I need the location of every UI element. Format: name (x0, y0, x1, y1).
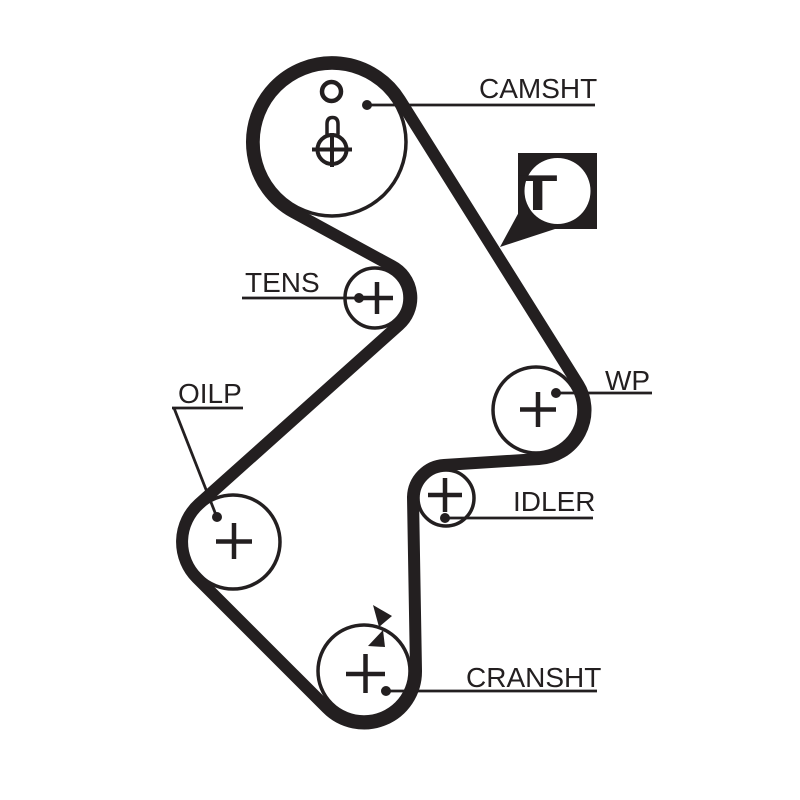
wp-label: WP (605, 365, 650, 396)
timing-mark-tail (500, 212, 555, 247)
wp-callout: WP (551, 365, 652, 398)
cransht-label: CRANSHT (466, 662, 601, 693)
tens-label: TENS (245, 267, 320, 298)
cransht-callout: CRANSHT (381, 662, 601, 696)
timing-belt (176, 56, 592, 730)
oilp-label: OILP (178, 378, 242, 409)
tens-leader-dot (354, 293, 364, 303)
water-pump-plus-mark (520, 392, 556, 427)
rotation-arrow-lower (368, 630, 385, 647)
oilp-leader-dot (212, 512, 222, 522)
camsht-leader-dot (362, 100, 372, 110)
idler-plus-mark (428, 478, 462, 512)
wp-leader-dot (551, 388, 561, 398)
camsht-callout: CAMSHT (362, 73, 597, 110)
tensioner-plus-mark (361, 282, 393, 314)
camshaft-crosshair-icon (312, 133, 352, 167)
tens-callout: TENS (242, 267, 364, 303)
idler-label: IDLER (513, 486, 595, 517)
timing-mark-circle (524, 158, 591, 224)
crankshaft-plus-mark (346, 654, 385, 693)
camsht-label: CAMSHT (479, 73, 597, 104)
rotation-arrow-upper (373, 605, 392, 627)
idler-callout: IDLER (440, 486, 595, 523)
crank-rotation-arrows-icon (368, 605, 392, 647)
cransht-leader-dot (381, 686, 391, 696)
idler-leader-dot (440, 513, 450, 523)
timing-mark-letter: T (518, 165, 558, 221)
camshaft-top-hole-icon (319, 79, 344, 104)
oil-pump-plus-mark (216, 523, 252, 559)
camshaft-alignment-pin-icon (325, 115, 340, 136)
timing-mark-icon: T (500, 153, 597, 247)
